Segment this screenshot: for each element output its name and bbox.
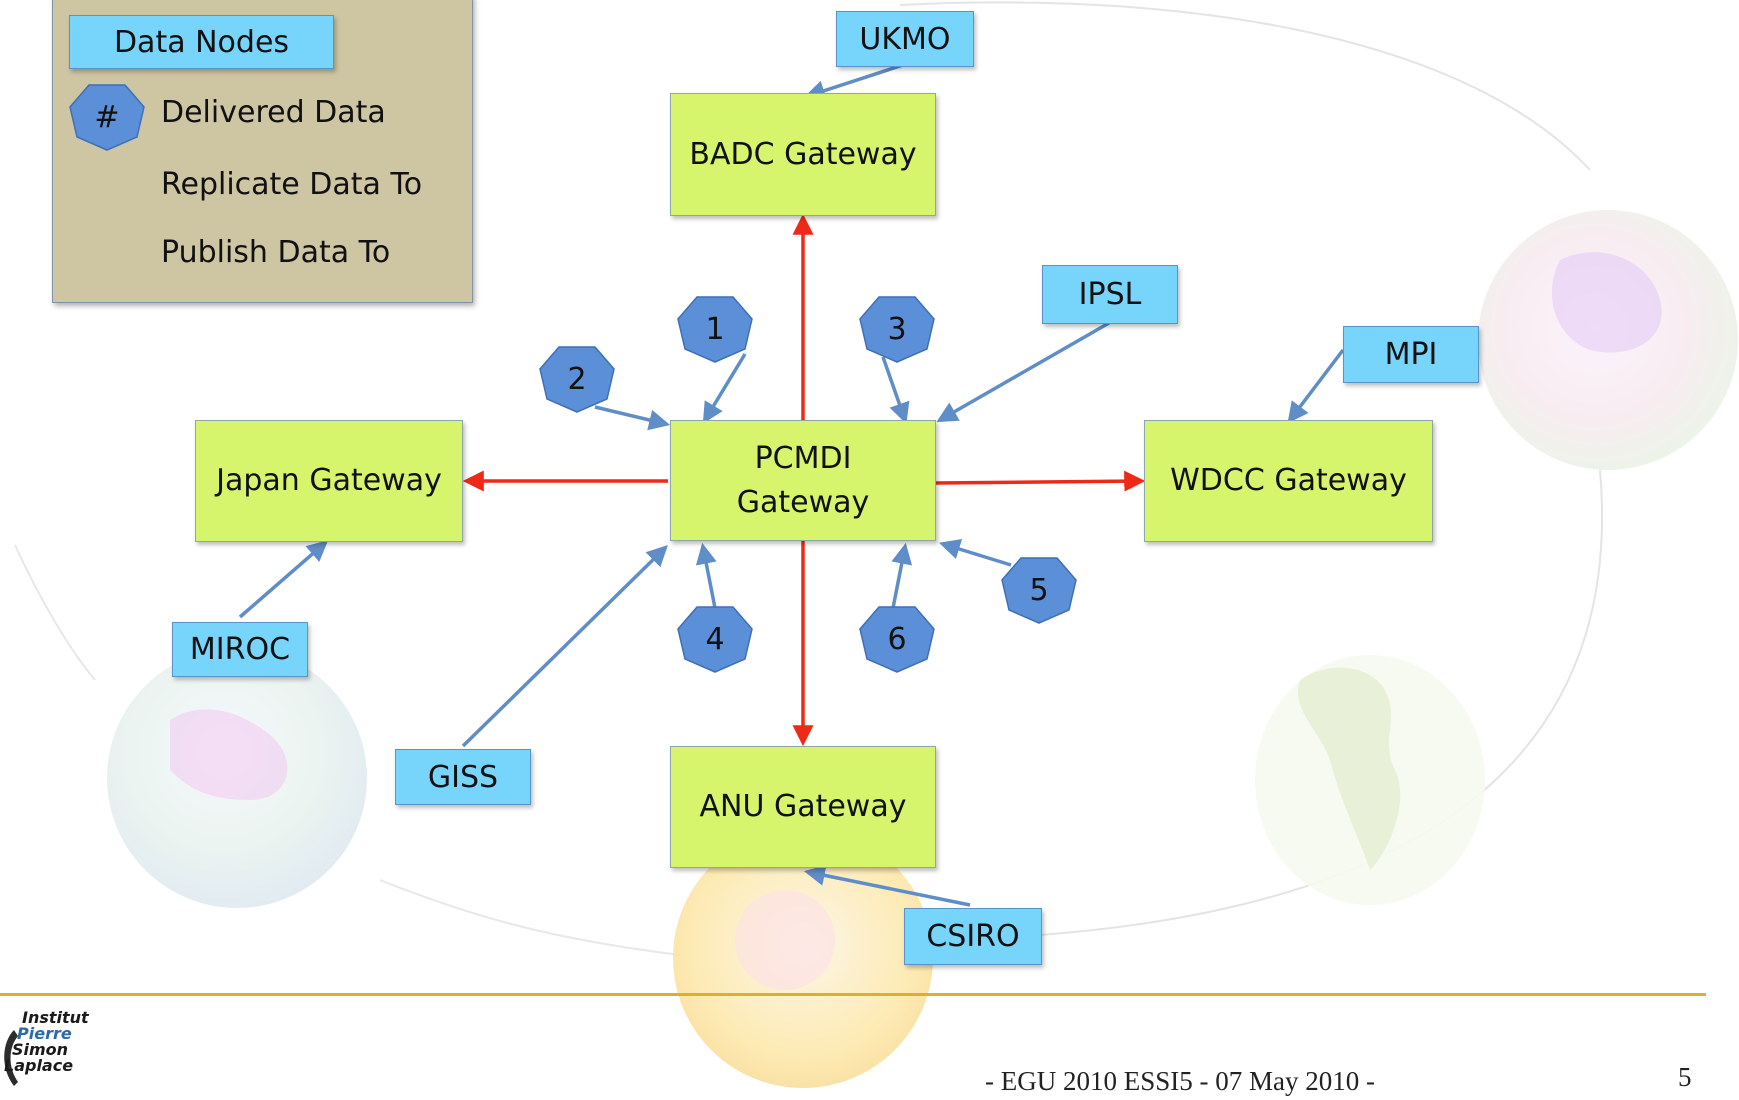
delivered-marker-4: 4 — [677, 605, 753, 673]
japan-gateway: Japan Gateway — [195, 420, 463, 542]
replicate-arrow-wdcc — [935, 470, 1146, 492]
legend-data-nodes-label: Data Nodes — [113, 24, 290, 60]
delivered-arrow-5 — [938, 538, 1012, 567]
delivered-marker-3: 3 — [859, 295, 935, 363]
publish-arrow-giss — [461, 545, 668, 748]
japan-gateway-label: Japan Gateway — [216, 463, 442, 498]
delivered-arrow-2 — [594, 405, 671, 431]
legend-delivered-hex: # — [69, 83, 145, 151]
publish-arrow-mpi — [1287, 348, 1345, 424]
background-arc — [1039, 469, 1604, 936]
footer-rule — [0, 993, 1706, 996]
giss-label: GISS — [427, 759, 499, 795]
miroc-data-node: MIROC — [172, 622, 308, 677]
anu-gateway: ANU Gateway — [670, 746, 936, 868]
publish-arrow-csiro — [803, 865, 971, 907]
pcmdi-gateway-label-line2: Gateway — [736, 484, 870, 520]
wdcc-gateway: WDCC Gateway — [1144, 420, 1433, 542]
legend-delivered-label: Delivered Data — [161, 95, 386, 130]
delivered-marker-2: 2 — [539, 345, 615, 413]
pcmdi-gateway-label-line1: PCMDI — [754, 440, 852, 476]
delivered-marker-1: 1 — [677, 295, 753, 363]
ipsl-data-node: IPSL — [1042, 265, 1178, 324]
delivered-arrow-3 — [881, 356, 910, 424]
legend-replicate-label: Replicate Data To — [161, 167, 423, 202]
delivered-marker-6-label: 6 — [887, 621, 907, 657]
background-arc — [899, 1, 1591, 171]
mpi-data-node: MPI — [1343, 326, 1479, 383]
logo-mark-icon — [4, 1030, 18, 1086]
mpi-label: MPI — [1384, 337, 1438, 372]
logo-line-3: Simon — [12, 1040, 69, 1059]
csiro-data-node: CSIRO — [904, 908, 1042, 965]
legend-hex-symbol: # — [94, 99, 120, 135]
delivered-marker-5-label: 5 — [1029, 572, 1049, 608]
csiro-label: CSIRO — [926, 919, 1020, 954]
legend: Data Nodes # Delivered Data Replicate Da… — [52, 0, 473, 303]
legend-publish-label: Publish Data To — [161, 235, 391, 270]
badc-gateway: BADC Gateway — [670, 93, 936, 216]
globe-pole — [735, 890, 835, 990]
delivered-marker-6: 6 — [859, 605, 935, 673]
miroc-label: MIROC — [189, 632, 291, 667]
delivered-marker-3-label: 3 — [887, 311, 907, 347]
legend-data-nodes-swatch: Data Nodes — [69, 15, 334, 69]
pcmdi-gateway: PCMDI Gateway — [670, 420, 936, 541]
delivered-arrow-6 — [891, 542, 913, 609]
background-arc — [379, 879, 681, 956]
institute-logo: Institut Pierre Simon Laplace — [0, 1010, 110, 1090]
delivered-arrow-4 — [695, 542, 717, 609]
background-arc — [14, 544, 96, 681]
wdcc-gateway-label: WDCC Gateway — [1170, 463, 1407, 498]
globe-mpi-pattern — [1551, 252, 1662, 353]
delivered-marker-5: 5 — [1001, 556, 1077, 624]
ukmo-label: UKMO — [859, 21, 951, 57]
delivered-marker-1-label: 1 — [705, 311, 725, 347]
publish-arrow-ukmo — [804, 62, 907, 101]
ukmo-data-node: UKMO — [836, 11, 974, 67]
page-number: 5 — [1678, 1062, 1692, 1092]
globe-miroc-pattern — [170, 709, 288, 800]
footer-text: - EGU 2010 ESSI5 - 07 May 2010 - — [985, 1066, 1375, 1096]
giss-data-node: GISS — [395, 749, 531, 805]
delivered-marker-2-label: 2 — [567, 361, 587, 397]
logo-line-2: Pierre — [17, 1024, 72, 1043]
delivered-arrow-1 — [702, 353, 747, 424]
publish-arrow-miroc — [238, 540, 329, 619]
delivered-marker-4-label: 4 — [705, 621, 725, 657]
publish-arrow-ipsl — [936, 321, 1110, 423]
ipsl-label: IPSL — [1078, 277, 1142, 312]
globe-americas-pattern — [1297, 667, 1401, 870]
anu-gateway-label: ANU Gateway — [699, 789, 907, 824]
logo-line-1: Institut — [22, 1008, 89, 1027]
logo-line-4: Laplace — [4, 1056, 74, 1075]
badc-gateway-label: BADC Gateway — [689, 136, 917, 172]
